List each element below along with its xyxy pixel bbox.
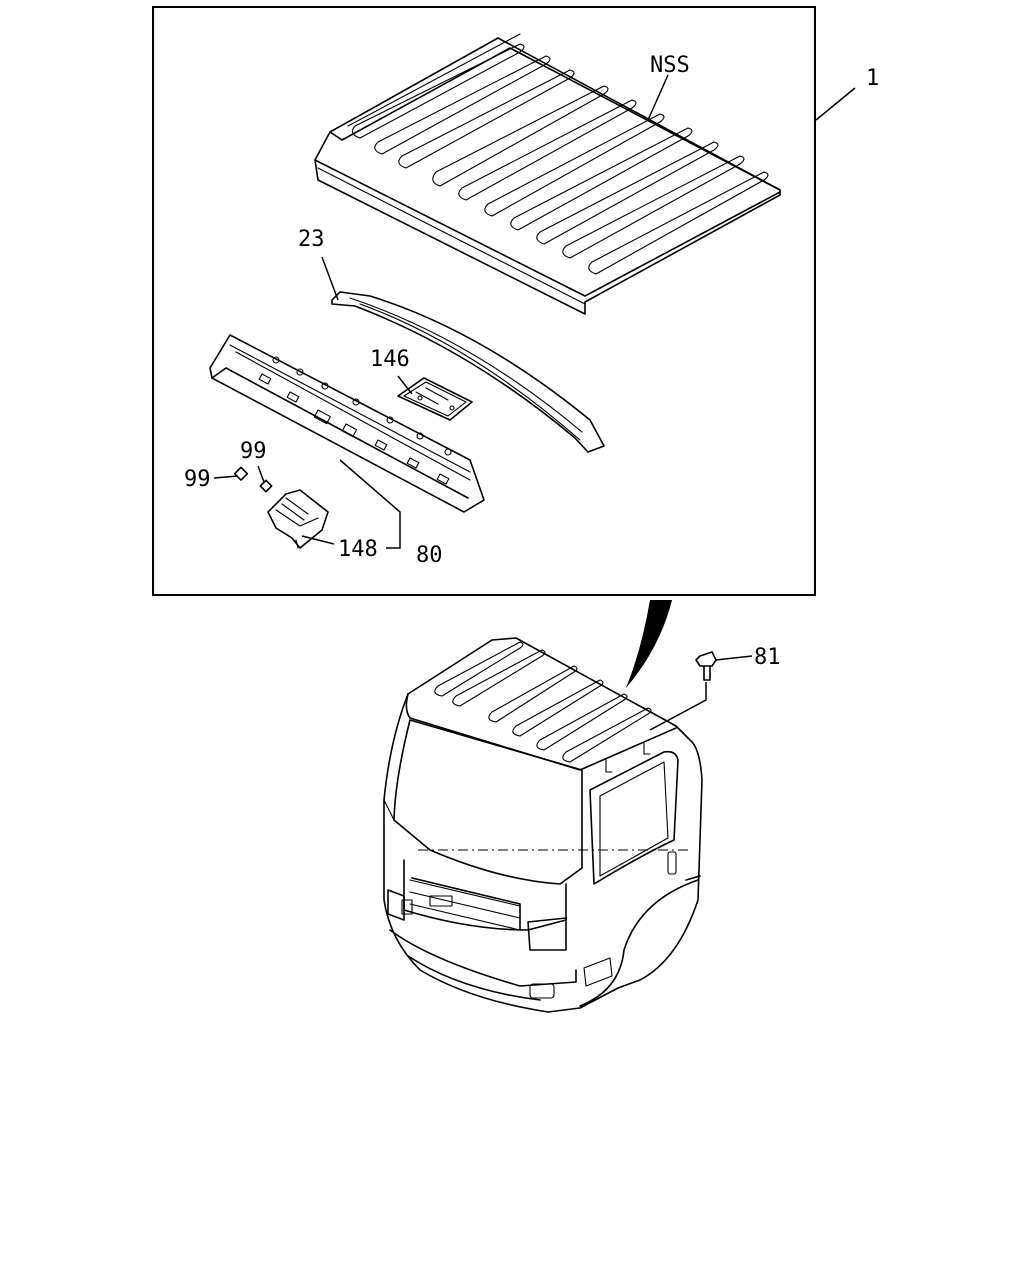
- small-bracket: [267, 489, 329, 549]
- callout-bracket: 146: [370, 347, 410, 372]
- callout-roof-panel: NSS: [650, 53, 690, 78]
- nut-right: [259, 479, 273, 493]
- callout-inner-panel: 80: [416, 543, 443, 568]
- inner-panel: [209, 334, 485, 513]
- callout-bolt: 81: [754, 645, 781, 670]
- bolt: [649, 651, 753, 731]
- roof-panel: [314, 33, 781, 315]
- roof-ribs: [351, 43, 769, 275]
- callout-rail: 23: [298, 227, 325, 252]
- assembly-arrow: [626, 600, 672, 688]
- exploded-view-frame: [152, 6, 816, 596]
- leader-lines-upper: [213, 74, 856, 549]
- callout-nut-b: 99: [240, 439, 267, 464]
- callout-assembly: 1: [866, 66, 879, 91]
- grille: [409, 879, 521, 931]
- cab-roof-ribs: [434, 641, 652, 763]
- roof-rail: [331, 291, 605, 453]
- bracket: [397, 377, 473, 421]
- callout-small-bracket: 148: [338, 537, 378, 562]
- truck-cab: [383, 637, 703, 1013]
- nut-left: [233, 466, 249, 481]
- callout-nut-a: 99: [184, 467, 211, 492]
